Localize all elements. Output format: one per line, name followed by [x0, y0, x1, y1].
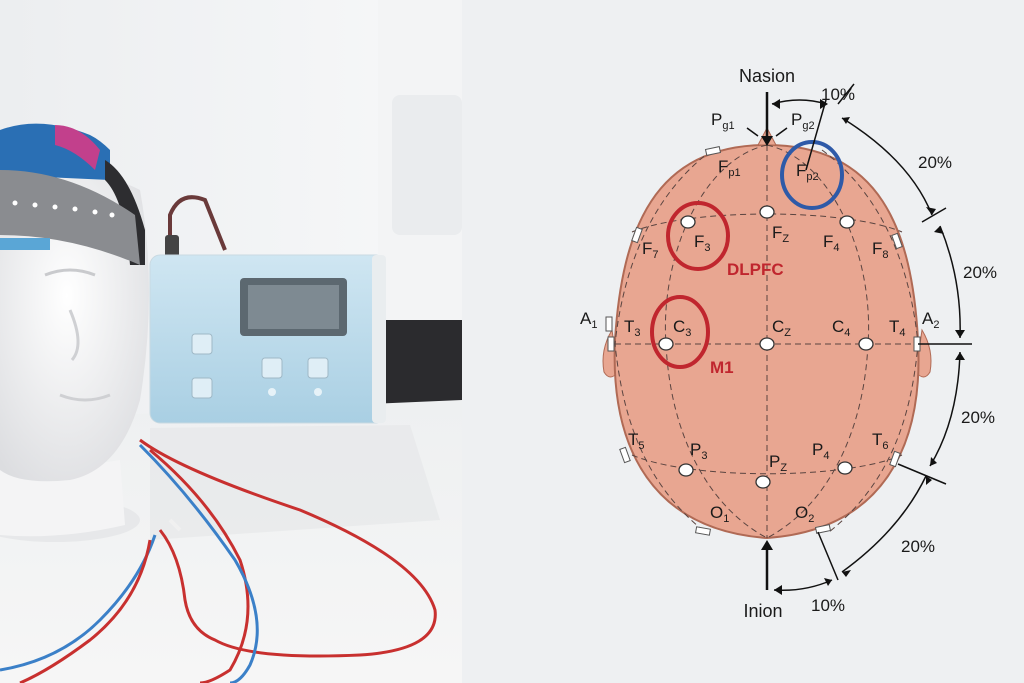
label-pz: PZ: [769, 452, 787, 474]
electrode-pz-dot: [755, 475, 771, 489]
nasion-label: Nasion: [739, 66, 795, 86]
label-t4: T4: [889, 317, 906, 339]
label-t6: T6: [872, 430, 889, 452]
inion-arrowhead: [761, 540, 773, 550]
label-a2: A2: [922, 309, 939, 331]
label-c3: C3: [673, 317, 691, 339]
percent-top: 10%: [821, 85, 855, 104]
electrode-c4-dot: [858, 337, 874, 351]
electrode-f4-dot: [839, 215, 855, 229]
label-o2: O2: [795, 503, 814, 525]
electrode-cz-dot: [759, 337, 775, 351]
electrode-p3-dot: [678, 463, 694, 477]
label-fp1: Fp1: [718, 157, 741, 179]
dlpfc-highlight-circle: [666, 201, 730, 271]
eeg-10-20-diagram: Nasion Inion 10% 10% 20% 20% 20% 20% Pg1…: [462, 0, 1024, 683]
percent-bottom: 10%: [811, 596, 845, 615]
nasion-arrowhead: [761, 136, 773, 146]
label-pg1: Pg1: [711, 110, 735, 132]
label-f4: F4: [823, 232, 840, 254]
electrode-p4-dot: [837, 461, 853, 475]
inion-label: Inion: [743, 601, 782, 621]
label-c4: C4: [832, 317, 850, 339]
m1-highlight-circle: [650, 295, 710, 369]
electrode-c3-dot: [658, 337, 674, 351]
electrode-fz-dot: [759, 205, 775, 219]
label-f7: F7: [642, 239, 659, 261]
device-photo: [0, 0, 462, 683]
percent-right-4: 20%: [901, 537, 935, 556]
electrode-f3-dot: [680, 215, 696, 229]
percent-right-1: 20%: [918, 153, 952, 172]
label-a1: A1: [580, 309, 597, 331]
label-f8: F8: [872, 239, 889, 261]
label-pg2: Pg2: [791, 110, 815, 132]
label-f3: F3: [694, 232, 711, 254]
label-fp2: Fp2: [796, 161, 819, 183]
label-t3: T3: [624, 317, 641, 339]
m1-label: M1: [710, 358, 734, 377]
fp2-highlight-circle: [780, 140, 844, 210]
percent-right-3: 20%: [961, 408, 995, 427]
label-fz: FZ: [772, 223, 789, 245]
label-p3: P3: [690, 440, 707, 462]
label-p4: P4: [812, 440, 829, 462]
label-o1: O1: [710, 503, 729, 525]
label-t5: T5: [628, 430, 645, 452]
dlpfc-label: DLPFC: [727, 260, 784, 279]
label-cz: CZ: [772, 317, 791, 339]
percent-right-2: 20%: [963, 263, 997, 282]
